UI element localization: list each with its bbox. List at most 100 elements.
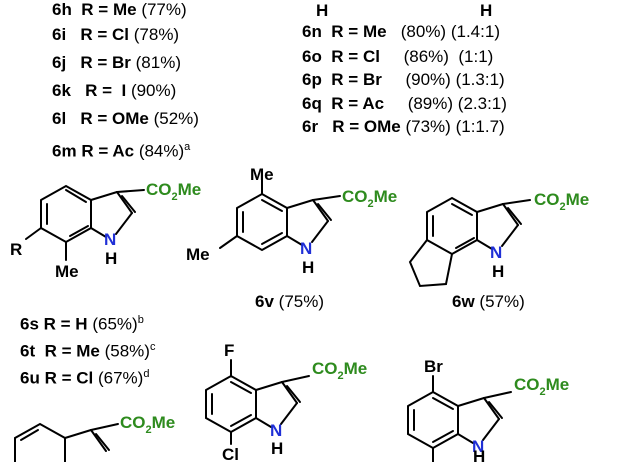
nh-hydrogen-label: H (473, 447, 485, 462)
compound-row: 6u R = Cl (67%)d (20, 364, 149, 389)
compound-id: 6p (302, 70, 322, 89)
compound-id: 6k (52, 81, 71, 100)
compound-ratio: (1.3:1) (455, 70, 505, 89)
compound-yield: (58%) (104, 341, 150, 361)
header-h-right: H (480, 1, 492, 20)
compound-substituent: R = OMe (80, 109, 149, 128)
compound-row: 6t R = Me (58%)c (20, 337, 155, 362)
footnote-marker: b (137, 314, 144, 326)
compound-substituent: R = Me (331, 22, 387, 41)
indole-structure-fluoro-chloro (205, 359, 310, 445)
compound-row: 6s R = H (65%)b (20, 310, 144, 335)
nitrogen-label: N (104, 230, 116, 249)
nitrogen-label: N (300, 239, 312, 258)
compound-row: 6p R = Br (90%) (1.3:1) (302, 70, 505, 90)
compound-substituent: R = Br (80, 53, 131, 72)
ester-label: CO2Me (146, 180, 201, 203)
compound-substituent: R = Cl (44, 368, 94, 388)
compound-yield: (77%) (141, 0, 187, 19)
footnote-marker: c (149, 341, 156, 353)
compound-substituent: R = I (85, 81, 127, 100)
chloro-label: Cl (222, 445, 239, 462)
compound-row: 6i R = Cl (78%) (52, 25, 179, 45)
compound-yield: (73%) (405, 117, 451, 136)
ester-label: CO2Me (120, 413, 175, 436)
methyl-label: Me (186, 245, 210, 264)
compound-yield: (81%) (135, 53, 181, 72)
compound-yield: (67%) (97, 368, 144, 388)
compound-id: 6m (52, 141, 77, 161)
compound-id: 6s (20, 314, 39, 334)
compound-id: 6j (52, 53, 67, 72)
compound-ratio: (1:1.7) (455, 117, 505, 136)
compound-row: 6k R = I (90%) (52, 81, 176, 101)
compound-yield: (65%) (92, 314, 138, 334)
atom-labels: H H R Me N H Me Me N H N H F Cl N H Br N… (10, 1, 504, 462)
compound-substituent: R = Br (331, 70, 382, 89)
compound-id: 6v (255, 292, 274, 311)
compound-yield: (84%) (138, 141, 185, 161)
compound-row: 6h R = Me (77%) (52, 0, 187, 20)
compound-substituent: R = Ac (81, 141, 135, 161)
compound-yield: (75%) (278, 292, 325, 311)
indole-structure-6w (408, 196, 531, 288)
compound-id: 6i (52, 25, 67, 44)
compound-substituent: R = Ac (331, 94, 385, 113)
compound-row: 6q R = Ac (89%) (2.3:1) (302, 94, 507, 114)
methyl-label: Me (250, 165, 274, 184)
compound-ratio: (1:1) (458, 47, 494, 66)
header-h-left: H (316, 1, 328, 20)
nh-hydrogen-label: H (105, 249, 117, 268)
compound-substituent: R = Cl (80, 25, 130, 44)
compound-ratio: (1.4:1) (450, 22, 500, 41)
compound-yield: (90%) (405, 70, 451, 89)
indole-structure-6v (219, 179, 341, 252)
compound-substituent: R = OMe (332, 117, 401, 136)
nitrogen-label: N (270, 421, 282, 440)
compound-id: 6t (20, 341, 36, 361)
compound-id: 6q (302, 94, 322, 113)
methyl-label: Me (55, 262, 79, 281)
indole-structure-bromo (407, 375, 512, 462)
compound-id: 6o (302, 47, 322, 66)
compound-ratio: (2.3:1) (457, 94, 507, 113)
compound-substituent: R = Me (81, 0, 137, 19)
compound-row: 6j R = Br (81%) (52, 53, 181, 73)
compound-id: 6r (302, 117, 319, 136)
substituent-r: R (10, 240, 22, 259)
caption-6v: 6v (75%) (255, 292, 324, 312)
compound-row: 6l R = OMe (52%) (52, 109, 199, 129)
ester-label: CO2Me (514, 375, 569, 398)
compound-row: 6m R = Ac (84%)a (52, 137, 190, 162)
ester-label: CO2Me (534, 190, 589, 213)
ester-label: CO2Me (342, 187, 397, 210)
ester-labels: CO2Me CO2Me CO2Me CO2Me CO2Me CO2Me (120, 180, 589, 436)
ester-label: CO2Me (312, 359, 367, 382)
nh-hydrogen-label: H (302, 258, 314, 277)
compound-id: 6l (52, 109, 67, 128)
indole-structure-partial-left (14, 422, 119, 462)
compound-yield: (57%) (479, 292, 525, 311)
compound-id: 6u (20, 368, 40, 388)
compound-substituent: R = Cl (331, 47, 380, 66)
compound-yield: (52%) (153, 109, 199, 128)
indole-structure-6s-6u (25, 184, 145, 261)
nh-hydrogen-label: H (271, 439, 283, 458)
compound-id: 6h (52, 0, 72, 19)
fluoro-label: F (224, 341, 234, 360)
compound-id: 6w (452, 292, 475, 311)
compound-substituent: R = Me (44, 341, 100, 361)
bromo-label: Br (424, 357, 443, 376)
compound-yield: (90%) (130, 81, 177, 100)
compound-substituent: R = H (43, 314, 88, 334)
compound-id: 6n (302, 22, 322, 41)
compound-row: 6n R = Me (80%) (1.4:1) (302, 22, 500, 42)
footnote-marker: a (184, 141, 191, 153)
compound-yield: (89%) (407, 94, 454, 113)
compound-row: 6r R = OMe (73%) (1:1.7) (302, 117, 505, 137)
compound-yield: (86%) (403, 47, 449, 66)
nitrogen-label: N (472, 437, 484, 456)
nh-hydrogen-label: H (492, 262, 504, 281)
compound-yield: (80%) (400, 22, 447, 41)
